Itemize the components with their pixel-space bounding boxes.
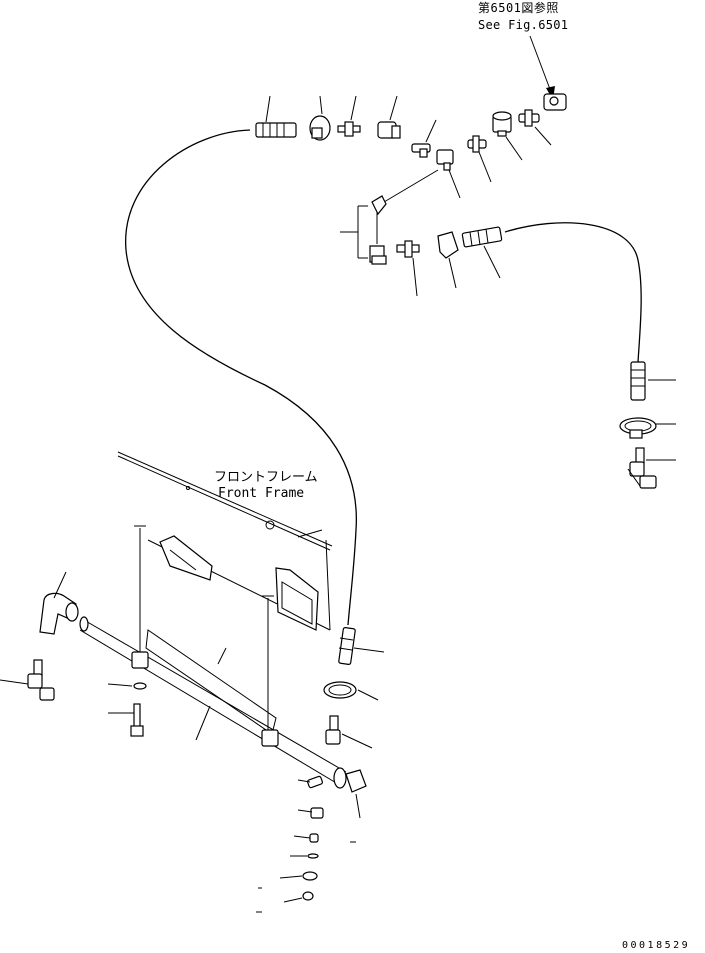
connector-a [411, 143, 431, 158]
clamp-top [309, 115, 331, 141]
hose-sleeve-lower [338, 626, 356, 666]
washer-left [133, 682, 147, 690]
hose-clamp-right [619, 417, 657, 439]
reference-note-jp: 第6501図参照 [478, 0, 559, 15]
frame-label-jp: フロントフレーム [214, 470, 318, 485]
hose-sleeve-right [630, 361, 646, 401]
plug [310, 807, 324, 819]
air-pipe [79, 616, 347, 789]
hose-clamp-lower [323, 681, 357, 699]
cock-lower [325, 715, 341, 745]
frame-label-en: Front Frame [218, 486, 304, 501]
reference-note-en: See Fig.6501 [478, 18, 568, 32]
washer-small [307, 853, 319, 859]
hose-sleeve-mid [461, 226, 503, 248]
drain-valve-left [27, 659, 55, 701]
clamp-mid [437, 231, 459, 259]
front-frame [117, 451, 333, 631]
elbow-left [39, 592, 79, 635]
bolt-left [130, 703, 144, 737]
bracket-left [131, 525, 149, 669]
nipple-top [337, 121, 361, 137]
nipple-mid [396, 240, 420, 258]
pin [307, 775, 323, 789]
valve-body [492, 111, 512, 137]
nut-small [302, 891, 314, 901]
tee-fitting-top [543, 93, 567, 111]
cap-nut-lower [345, 769, 367, 793]
reference-arrow [529, 35, 555, 100]
washer-mid [302, 871, 318, 881]
elbow-group [369, 195, 387, 265]
group-bracket [340, 205, 368, 259]
tee-a [436, 149, 454, 171]
drawing-number: 00018529 [622, 940, 690, 951]
elbow-top [377, 121, 401, 139]
right-hose-line [504, 222, 642, 363]
long-hose-line [125, 129, 357, 626]
hose-sleeve-top [255, 122, 297, 138]
connector-b [467, 135, 487, 153]
bracket-right [261, 595, 279, 747]
drain-valve-right [627, 447, 657, 489]
small-fitting [309, 833, 319, 843]
connector-c [518, 109, 540, 127]
guard-plate [145, 629, 277, 735]
